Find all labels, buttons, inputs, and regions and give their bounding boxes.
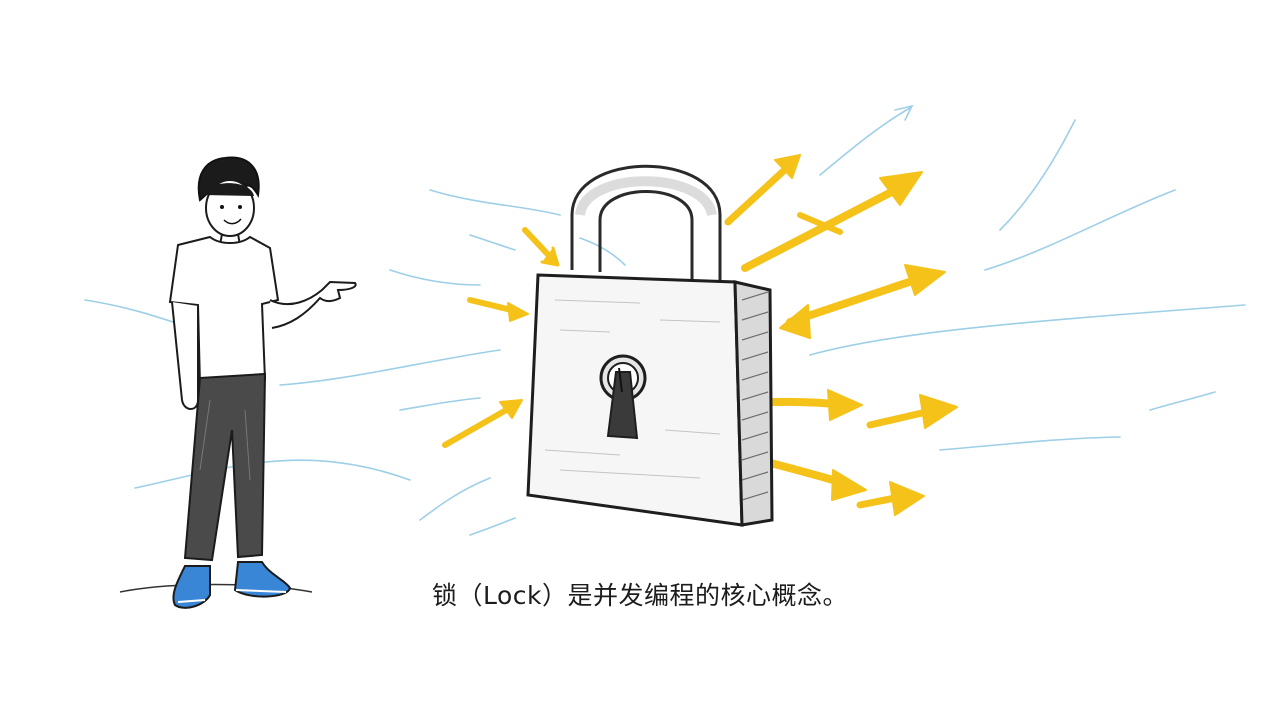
arrow-in-middle <box>467 297 529 322</box>
person-figure <box>119 156 357 609</box>
pants <box>183 372 267 562</box>
yellow-arrows <box>442 154 958 516</box>
left-shoe <box>172 565 211 609</box>
arrow-in-top <box>522 227 560 267</box>
arrow-out-2 <box>741 171 923 272</box>
arrow-out-5 <box>866 394 958 429</box>
pointing-arm <box>269 280 357 329</box>
flow-lines <box>84 104 1246 536</box>
arrow-out-7 <box>856 481 925 516</box>
keyhole-icon <box>599 354 647 440</box>
padlock-side-shading <box>741 291 769 501</box>
arrow-out-1 <box>724 154 801 226</box>
caption-text: 锁（Lock）是并发编程的核心概念。 <box>431 581 848 610</box>
right-shoe <box>233 561 292 598</box>
arrow-out-3-double <box>779 264 946 339</box>
padlock-texture <box>544 299 721 479</box>
padlock-icon <box>526 164 774 527</box>
arrow-in-bottom <box>442 399 523 448</box>
